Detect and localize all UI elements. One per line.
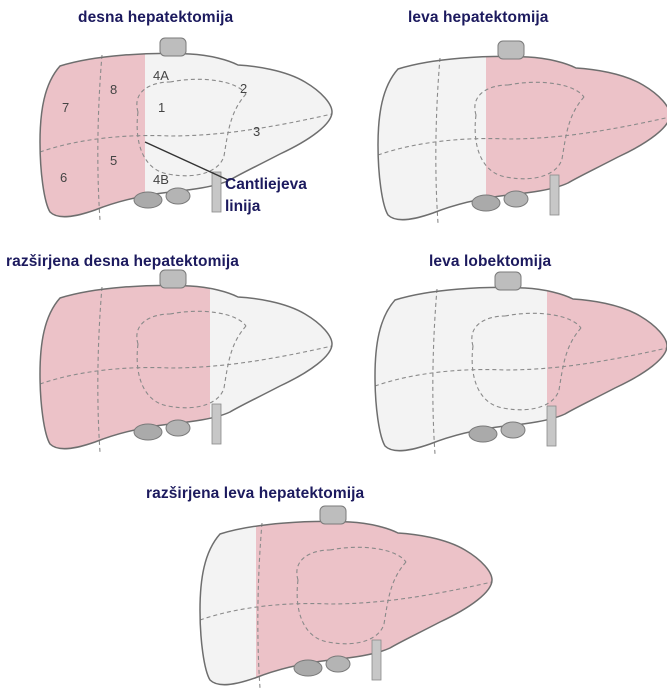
liver-razsirjena-leva-hepatektomija (200, 506, 506, 694)
segment-label-3: 3 (253, 124, 260, 139)
liver-leva-lobektomija (375, 272, 667, 471)
segment-label-6: 6 (60, 170, 67, 185)
liver-razsirjena-desna-hepatektomija (35, 270, 332, 469)
segment-label-8: 8 (110, 82, 117, 97)
segment-label-5: 5 (110, 153, 117, 168)
cantlie-line-label: Cantliejeva linija (225, 174, 307, 218)
segment-label-4a: 4A (153, 68, 169, 83)
cantlie-label-line-2: linija (225, 196, 307, 218)
segment-label-7: 7 (62, 100, 69, 115)
cantlie-label-line-1: Cantliejeva (225, 174, 307, 196)
segment-label-4b: 4B (153, 172, 169, 187)
liver-leva-hepatektomija (378, 41, 667, 240)
segment-label-1: 1 (158, 100, 165, 115)
segment-label-2: 2 (240, 81, 247, 96)
